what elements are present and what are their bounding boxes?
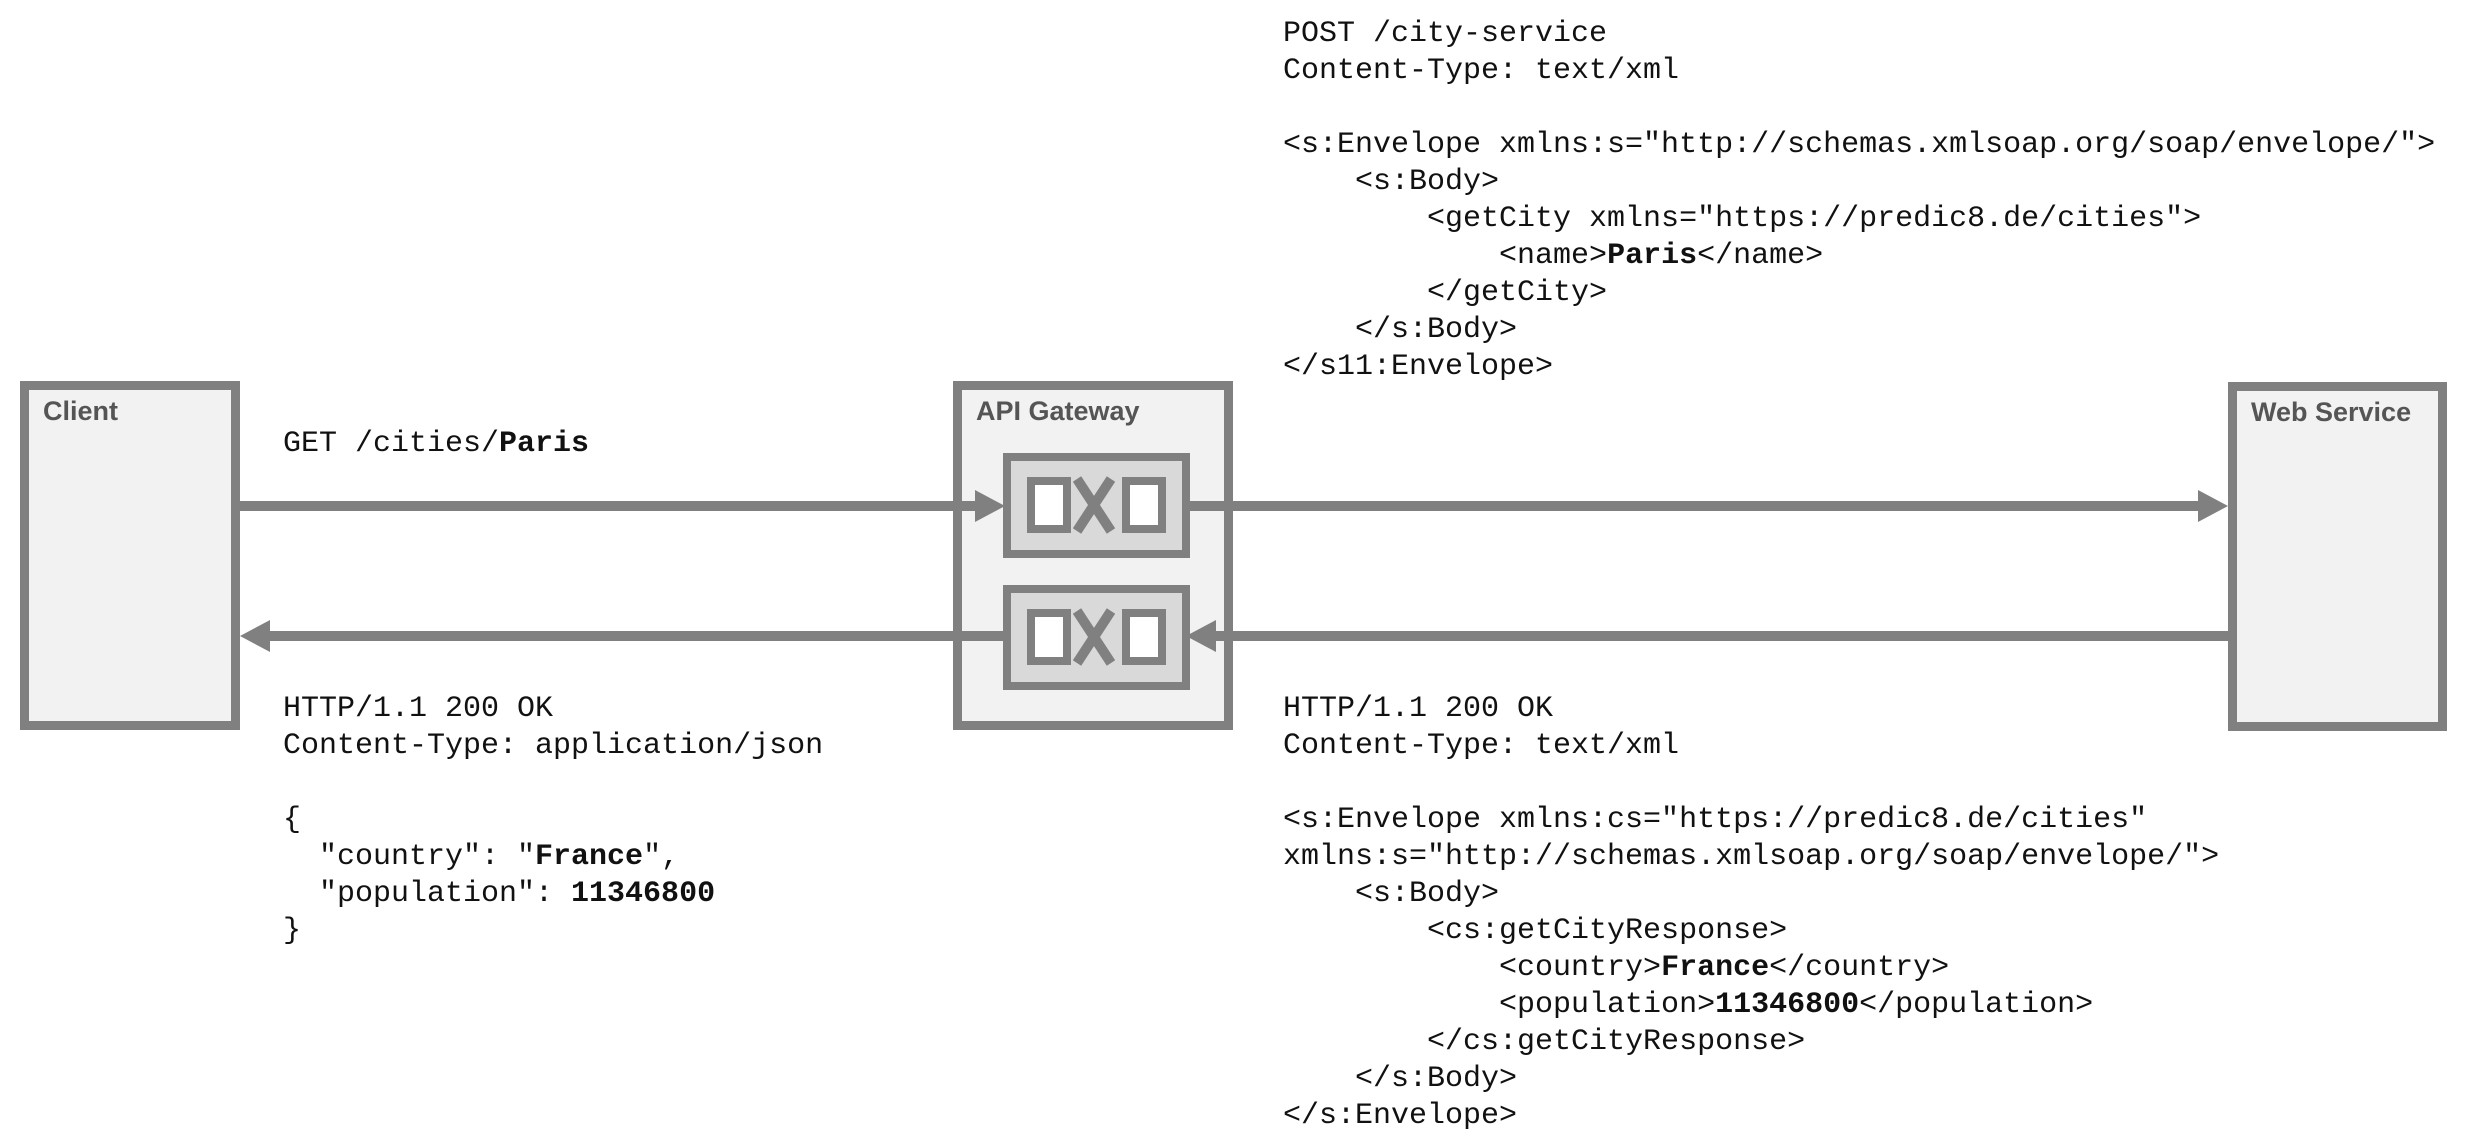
message-in-icon <box>1027 477 1071 533</box>
request-arrow-gateway-to-webservice <box>1185 501 2200 511</box>
message-in-icon <box>1027 609 1071 665</box>
response-arrowhead-into-gateway-icon <box>1186 620 1216 652</box>
request-arrowhead-into-webservice <box>2198 490 2228 522</box>
response-arrow-gateway-to-client <box>270 631 1003 641</box>
message-out-icon <box>1122 609 1166 665</box>
web-service-node-label: Web Service <box>2251 397 2412 427</box>
transform-x-icon <box>1072 476 1116 534</box>
client-node-label: Client <box>43 396 119 426</box>
api-gateway-node-label: API Gateway <box>976 396 1140 426</box>
response-arrow-webservice-to-gateway <box>1216 631 2228 641</box>
request-arrowhead-into-gateway-icon <box>975 490 1005 522</box>
request-transformer-icon <box>1003 453 1190 558</box>
web-service-node: Web Service <box>2228 382 2447 731</box>
client-node: Client <box>20 381 240 730</box>
transform-x-icon <box>1072 608 1116 666</box>
rest-request-text: GET /cities/Paris <box>283 427 590 461</box>
response-transformer-icon <box>1003 585 1190 690</box>
request-arrow-client-to-gateway <box>240 501 977 511</box>
response-arrowhead-into-client <box>240 620 270 652</box>
message-out-icon <box>1122 477 1166 533</box>
